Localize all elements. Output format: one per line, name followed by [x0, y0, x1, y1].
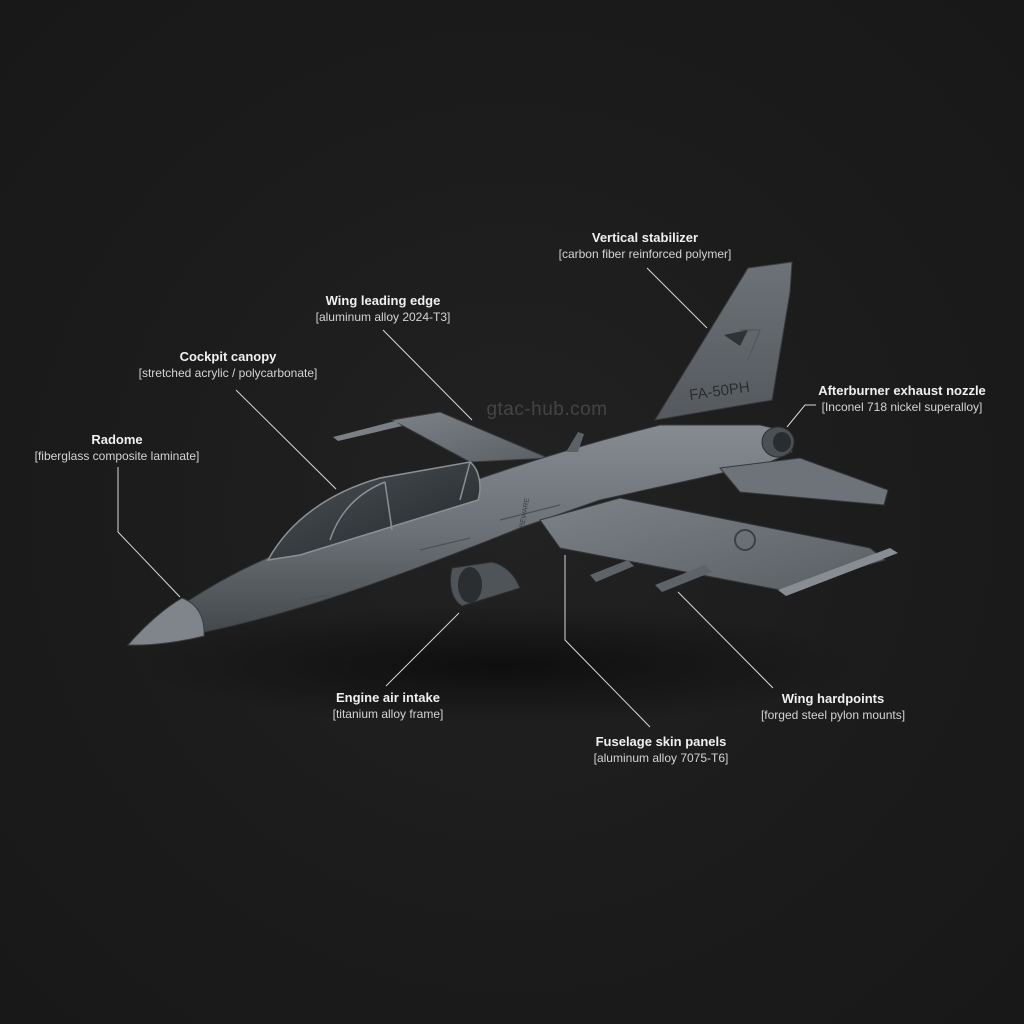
callout-afterburner-nozzle: Afterburner exhaust nozzle [Inconel 718 … — [818, 383, 986, 415]
callout-engine-air-intake-name: Engine air intake — [335, 690, 441, 705]
callout-cockpit-canopy: Cockpit canopy [stretched acrylic / poly… — [139, 349, 318, 381]
callout-radome: Radome [fiberglass composite laminate] — [35, 432, 200, 464]
leader-wing-leading-edge — [382, 329, 473, 421]
leader-fuselage-skin — [564, 555, 651, 728]
vertical-stabilizer — [653, 261, 793, 421]
panel-lines — [299, 504, 561, 601]
leader-wing-hardpoints — [677, 591, 774, 689]
horizontal-stabilizer — [719, 457, 889, 506]
cockpit-canopy — [266, 461, 481, 561]
callout-wing-hardpoints-material: [forged steel pylon mounts] — [760, 708, 906, 722]
callout-wing-hardpoints: Wing hardpoints [forged steel pylon moun… — [761, 691, 905, 723]
callout-wing-leading-edge-material: [aluminum alloy 2024-T3] — [315, 310, 451, 324]
wing-roundel — [734, 529, 756, 551]
nozzle-inner — [773, 432, 791, 452]
callout-fuselage-skin-name: Fuselage skin panels — [595, 734, 727, 749]
canopy-frame — [329, 461, 471, 541]
hardpoint-outer — [655, 565, 712, 592]
leader-afterburner-nozzle — [786, 404, 816, 428]
callout-wing-leading-edge: Wing leading edge [aluminum alloy 2024-T… — [316, 293, 451, 325]
callout-engine-air-intake: Engine air intake [titanium alloy frame] — [333, 690, 444, 722]
callout-wing-hardpoints-name: Wing hardpoints — [781, 691, 885, 706]
callout-radome-material: [fiberglass composite laminate] — [34, 449, 200, 463]
callout-vertical-stabilizer-material: [carbon fiber reinforced polymer] — [558, 247, 732, 261]
dorsal-antenna — [566, 432, 584, 452]
ground-shadow — [140, 605, 860, 725]
leader-cockpit-canopy — [235, 389, 337, 490]
radome — [126, 597, 205, 646]
fin-insignia — [724, 330, 748, 346]
right-wing — [539, 497, 887, 591]
leader-engine-air-intake — [385, 612, 460, 687]
callout-engine-air-intake-material: [titanium alloy frame] — [332, 707, 444, 721]
callout-afterburner-nozzle-material: [Inconel 718 nickel superalloy] — [821, 400, 983, 414]
callout-cockpit-canopy-name: Cockpit canopy — [179, 349, 277, 364]
callout-vertical-stabilizer: Vertical stabilizer [carbon fiber reinfo… — [559, 230, 732, 262]
callout-fuselage-skin: Fuselage skin panels [aluminum alloy 707… — [594, 734, 729, 766]
callout-radome-name: Radome — [91, 432, 143, 447]
callout-fuselage-skin-material: [aluminum alloy 7075-T6] — [593, 751, 729, 765]
callout-cockpit-canopy-material: [stretched acrylic / polycarbonate] — [138, 366, 318, 380]
left-wingtip-rail — [333, 421, 402, 441]
callout-vertical-stabilizer-name: Vertical stabilizer — [591, 230, 699, 245]
intake-opening — [458, 567, 482, 603]
watermark: gtac-hub.com — [486, 399, 608, 420]
callout-afterburner-nozzle-name: Afterburner exhaust nozzle — [818, 383, 986, 398]
right-wingtip-rail — [778, 548, 898, 596]
fin-panel-line — [740, 329, 762, 361]
hardpoint-inner — [590, 560, 634, 582]
callout-wing-leading-edge-name: Wing leading edge — [325, 293, 441, 308]
leader-vertical-stabilizer — [646, 267, 708, 329]
leader-radome — [117, 467, 181, 598]
